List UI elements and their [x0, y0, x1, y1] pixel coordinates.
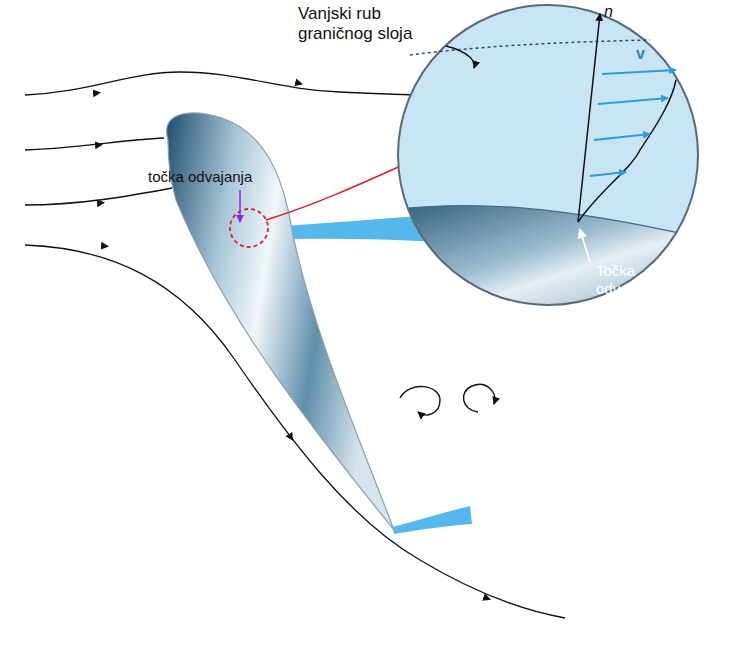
boundary-edge-label: Vanjski rub graničnog sloja — [298, 4, 448, 45]
separation-label: Točka odvajanja — [596, 262, 680, 298]
normal-axis-label: n — [604, 2, 613, 21]
velocity-label: v — [636, 44, 645, 63]
separation-label: točka odvajanja — [148, 168, 252, 186]
